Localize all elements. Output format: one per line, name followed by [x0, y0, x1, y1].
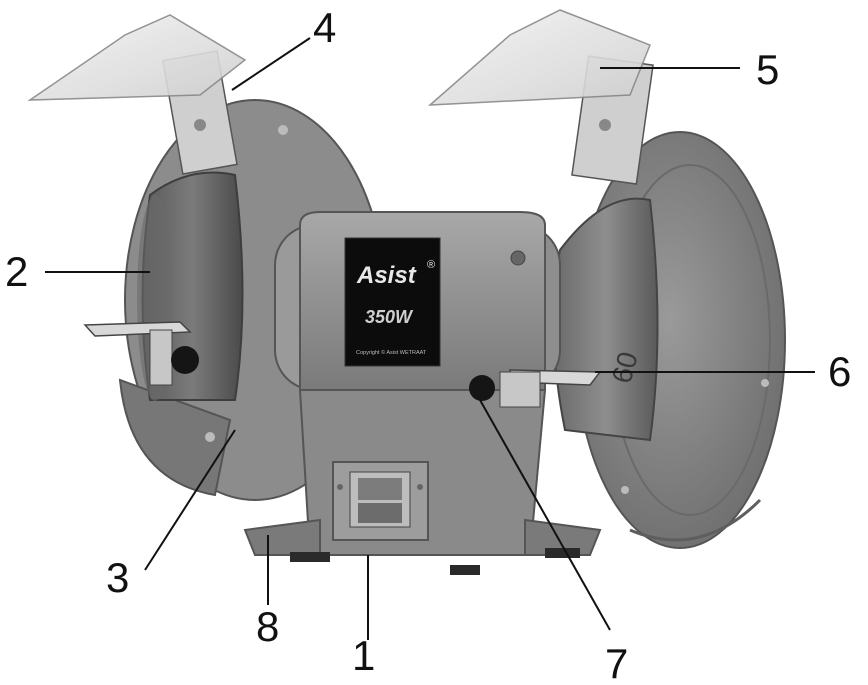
callout-numbers: 1 2 3 4 5 6 7 8 — [5, 4, 851, 685]
copyright-text: Copyright © Asist WETRAAT — [356, 349, 427, 356]
left-eye-shield — [27, 14, 247, 175]
screw-icon — [621, 486, 629, 494]
screw-icon — [761, 379, 769, 387]
screw-icon — [278, 125, 288, 135]
rubber-foot — [290, 552, 330, 562]
leader-3 — [144, 429, 236, 571]
leader-4 — [231, 37, 311, 91]
callout-1: 1 — [352, 632, 375, 679]
power-switch[interactable] — [332, 461, 429, 541]
switch-off-button[interactable] — [358, 503, 402, 523]
left-tool-rest — [83, 321, 199, 386]
callout-6: 6 — [828, 348, 851, 395]
callout-leaders — [45, 37, 815, 640]
callout-3: 3 — [106, 554, 129, 601]
leader-7 — [479, 399, 611, 631]
callout-7: 7 — [605, 640, 628, 685]
registered-mark: ® — [427, 259, 435, 271]
rubber-foot — [450, 565, 480, 575]
left-adjust-knob-icon[interactable] — [171, 346, 199, 374]
callout-5: 5 — [756, 46, 779, 93]
right-grinding-wheel: 60 — [552, 197, 659, 442]
callout-2: 2 — [5, 248, 28, 295]
right-tool-rest — [469, 369, 602, 408]
screw-icon — [194, 119, 206, 131]
brand-nameplate: Asist ® 350W Copyright © Asist WETRAAT — [344, 237, 441, 367]
power-rating: 350W — [365, 307, 414, 327]
callout-8: 8 — [256, 603, 279, 650]
right-eye-shield — [427, 9, 654, 185]
screw-icon — [599, 119, 611, 131]
brand-logo: Asist — [356, 262, 417, 289]
right-adjust-knob-icon[interactable] — [469, 375, 495, 401]
switch-on-button[interactable] — [358, 478, 402, 500]
callout-4: 4 — [313, 4, 336, 51]
screw-icon — [205, 432, 215, 442]
rubber-foot — [545, 548, 580, 558]
